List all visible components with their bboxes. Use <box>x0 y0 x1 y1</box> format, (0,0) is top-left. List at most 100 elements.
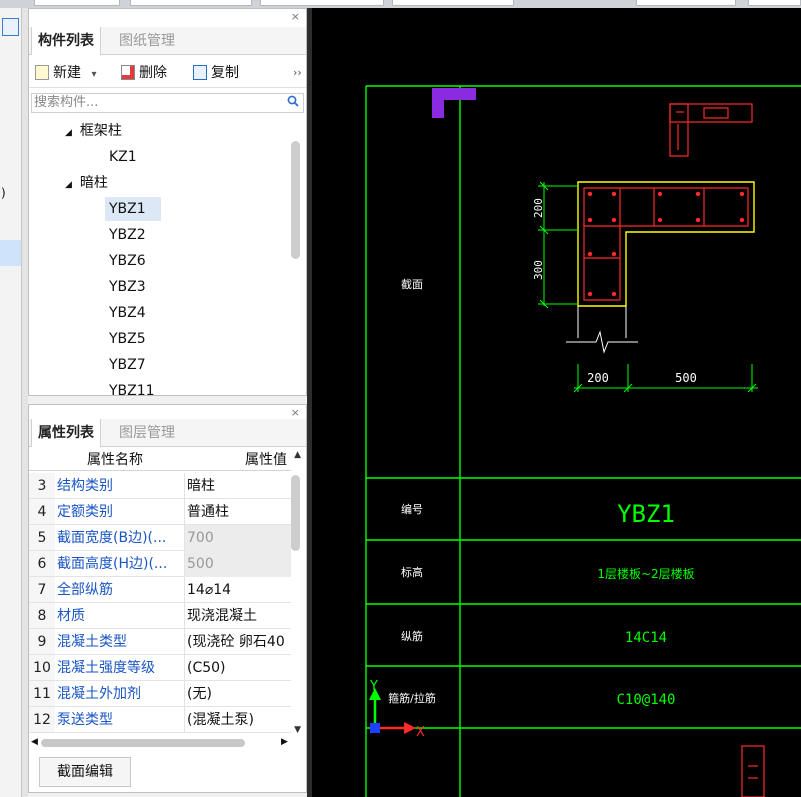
property-value[interactable]: 700 <box>184 525 291 551</box>
toolbar-field[interactable] <box>260 0 384 6</box>
new-dropdown-icon[interactable]: ▾ <box>91 69 97 80</box>
property-value[interactable]: (混凝土泵) <box>184 707 291 733</box>
toolbar-field[interactable] <box>34 0 120 6</box>
toolbar-field[interactable] <box>748 0 801 6</box>
toolbar-field[interactable] <box>636 0 736 6</box>
axis-icon <box>369 688 416 734</box>
property-value[interactable]: 暗柱 <box>184 473 291 499</box>
table-value-rebar: 14C14 <box>625 630 667 646</box>
property-value[interactable]: 现浇混凝土 <box>184 603 291 629</box>
tree-item-ybz1[interactable]: YBZ1 <box>105 197 161 221</box>
table-value-number: YBZ1 <box>617 500 675 528</box>
axis-y-label: Y <box>369 679 378 694</box>
scroll-down-icon[interactable]: ▼ <box>294 725 301 735</box>
column-header-name: 属性名称 <box>87 452 143 468</box>
left-nav-selected-item[interactable] <box>0 240 21 266</box>
close-icon[interactable]: × <box>290 406 300 419</box>
property-value[interactable]: 普通柱 <box>184 499 291 525</box>
dimension-500-horizontal: 500 <box>675 371 697 385</box>
tree-group-hidden-column[interactable]: ◢ 暗柱 <box>65 171 108 195</box>
property-value[interactable]: (C50) <box>184 655 291 681</box>
component-tree: ◢框架柱 KZ1 ◢ 暗柱 YBZ1 YBZ2 YBZ6 YBZ3 YBZ4 YB… <box>29 115 291 395</box>
section-edit-button[interactable]: 截面编辑 <box>39 757 131 787</box>
row-number: 6 <box>29 551 55 576</box>
property-value[interactable]: 500 <box>184 551 291 577</box>
property-value[interactable]: (无) <box>184 681 291 707</box>
tree-item-kz1[interactable]: KZ1 <box>109 149 137 165</box>
delete-button[interactable]: 删除 <box>121 64 167 82</box>
break-line <box>566 306 638 354</box>
table-label-rebar: 纵筋 <box>401 629 423 643</box>
tree-group-frame-column[interactable]: ◢框架柱 <box>65 119 122 143</box>
property-name: 截面高度(H边)(... <box>57 556 168 572</box>
tab-layer-management[interactable]: 图层管理 <box>119 425 175 441</box>
row-number: 5 <box>29 525 55 550</box>
scroll-up-icon[interactable]: ▲ <box>294 450 301 460</box>
drawing-table-frame <box>365 85 801 797</box>
horizontal-scrollbar[interactable]: ◀ ▶ <box>31 736 301 750</box>
property-name: 泵送类型 <box>57 712 113 728</box>
dimension-200-vertical: 200 <box>532 198 545 218</box>
section-fragment <box>741 745 765 797</box>
tree-item-ybz2[interactable]: YBZ2 <box>109 227 146 243</box>
tree-group-label: 暗柱 <box>79 175 108 191</box>
column-header-value: 属性值 <box>245 452 287 468</box>
new-button[interactable]: 新建 ▾ <box>35 64 96 82</box>
expand-icon[interactable]: ◢ <box>65 180 72 190</box>
panel-splitter[interactable] <box>307 8 312 797</box>
scroll-right-icon[interactable]: ▶ <box>281 737 288 747</box>
dimension-200-horizontal: 200 <box>587 371 609 385</box>
tree-scrollbar-thumb[interactable] <box>291 141 300 259</box>
tree-item-ybz6[interactable]: YBZ6 <box>109 253 146 269</box>
scroll-left-icon[interactable]: ◀ <box>31 737 38 747</box>
property-value[interactable]: 14⌀14 <box>184 577 291 603</box>
horizontal-dimension <box>573 364 758 393</box>
table-label-stirrup: 箍筋/拉筋 <box>388 691 436 705</box>
horizontal-scrollbar-thumb[interactable] <box>41 739 245 747</box>
cad-viewport[interactable]: 200 300 200 500 截面 编号 标高 纵筋 箍筋/拉筋 YBZ1 1… <box>312 8 801 797</box>
tree-item-ybz7[interactable]: YBZ7 <box>109 357 146 373</box>
toolbar-overflow-icon[interactable]: ›› <box>293 66 302 79</box>
property-scrollbar-thumb[interactable] <box>291 475 300 551</box>
panel-gap <box>22 8 28 797</box>
property-grid-header: 属性名称 属性值 <box>29 449 291 471</box>
calendar-icon[interactable] <box>2 18 19 36</box>
delete-icon <box>121 65 135 80</box>
search-input[interactable]: 搜索构件... <box>31 93 304 113</box>
table-label-number: 编号 <box>401 502 423 516</box>
corner-marker <box>432 88 476 100</box>
left-nav-strip: ) <box>0 8 22 797</box>
tab-drawing-management[interactable]: 图纸管理 <box>119 33 175 49</box>
tree-item-ybz11[interactable]: YBZ11 <box>109 383 155 395</box>
property-name: 材质 <box>57 608 85 624</box>
column-section <box>577 181 755 307</box>
property-panel-tabs: 属性列表 图层管理 <box>29 419 306 447</box>
close-icon[interactable]: × <box>290 10 300 23</box>
tab-component-list[interactable]: 构件列表 <box>31 27 101 55</box>
toolbar-field[interactable] <box>130 0 252 6</box>
left-strip-digit: ) <box>1 186 6 200</box>
tree-item-ybz5[interactable]: YBZ5 <box>109 331 146 347</box>
tree-item-ybz4[interactable]: YBZ4 <box>109 305 146 321</box>
search-icon[interactable] <box>287 95 299 113</box>
copy-button[interactable]: 复制 <box>193 64 239 82</box>
property-value[interactable]: (现浇砼 卵石40 <box>184 629 291 655</box>
table-value-elevation: 1层楼板~2层楼板 <box>597 566 694 581</box>
toolbar-field[interactable] <box>392 0 514 6</box>
tree-item-ybz3[interactable]: YBZ3 <box>109 279 146 295</box>
tab-property-list[interactable]: 属性列表 <box>31 419 101 447</box>
expand-icon[interactable]: ◢ <box>65 128 72 138</box>
dimension-300-vertical: 300 <box>532 260 545 280</box>
component-list-panel: × 构件列表 图纸管理 新建 ▾ 删除 复制 ›› 搜索构件... ◢框架柱 K… <box>28 8 307 396</box>
